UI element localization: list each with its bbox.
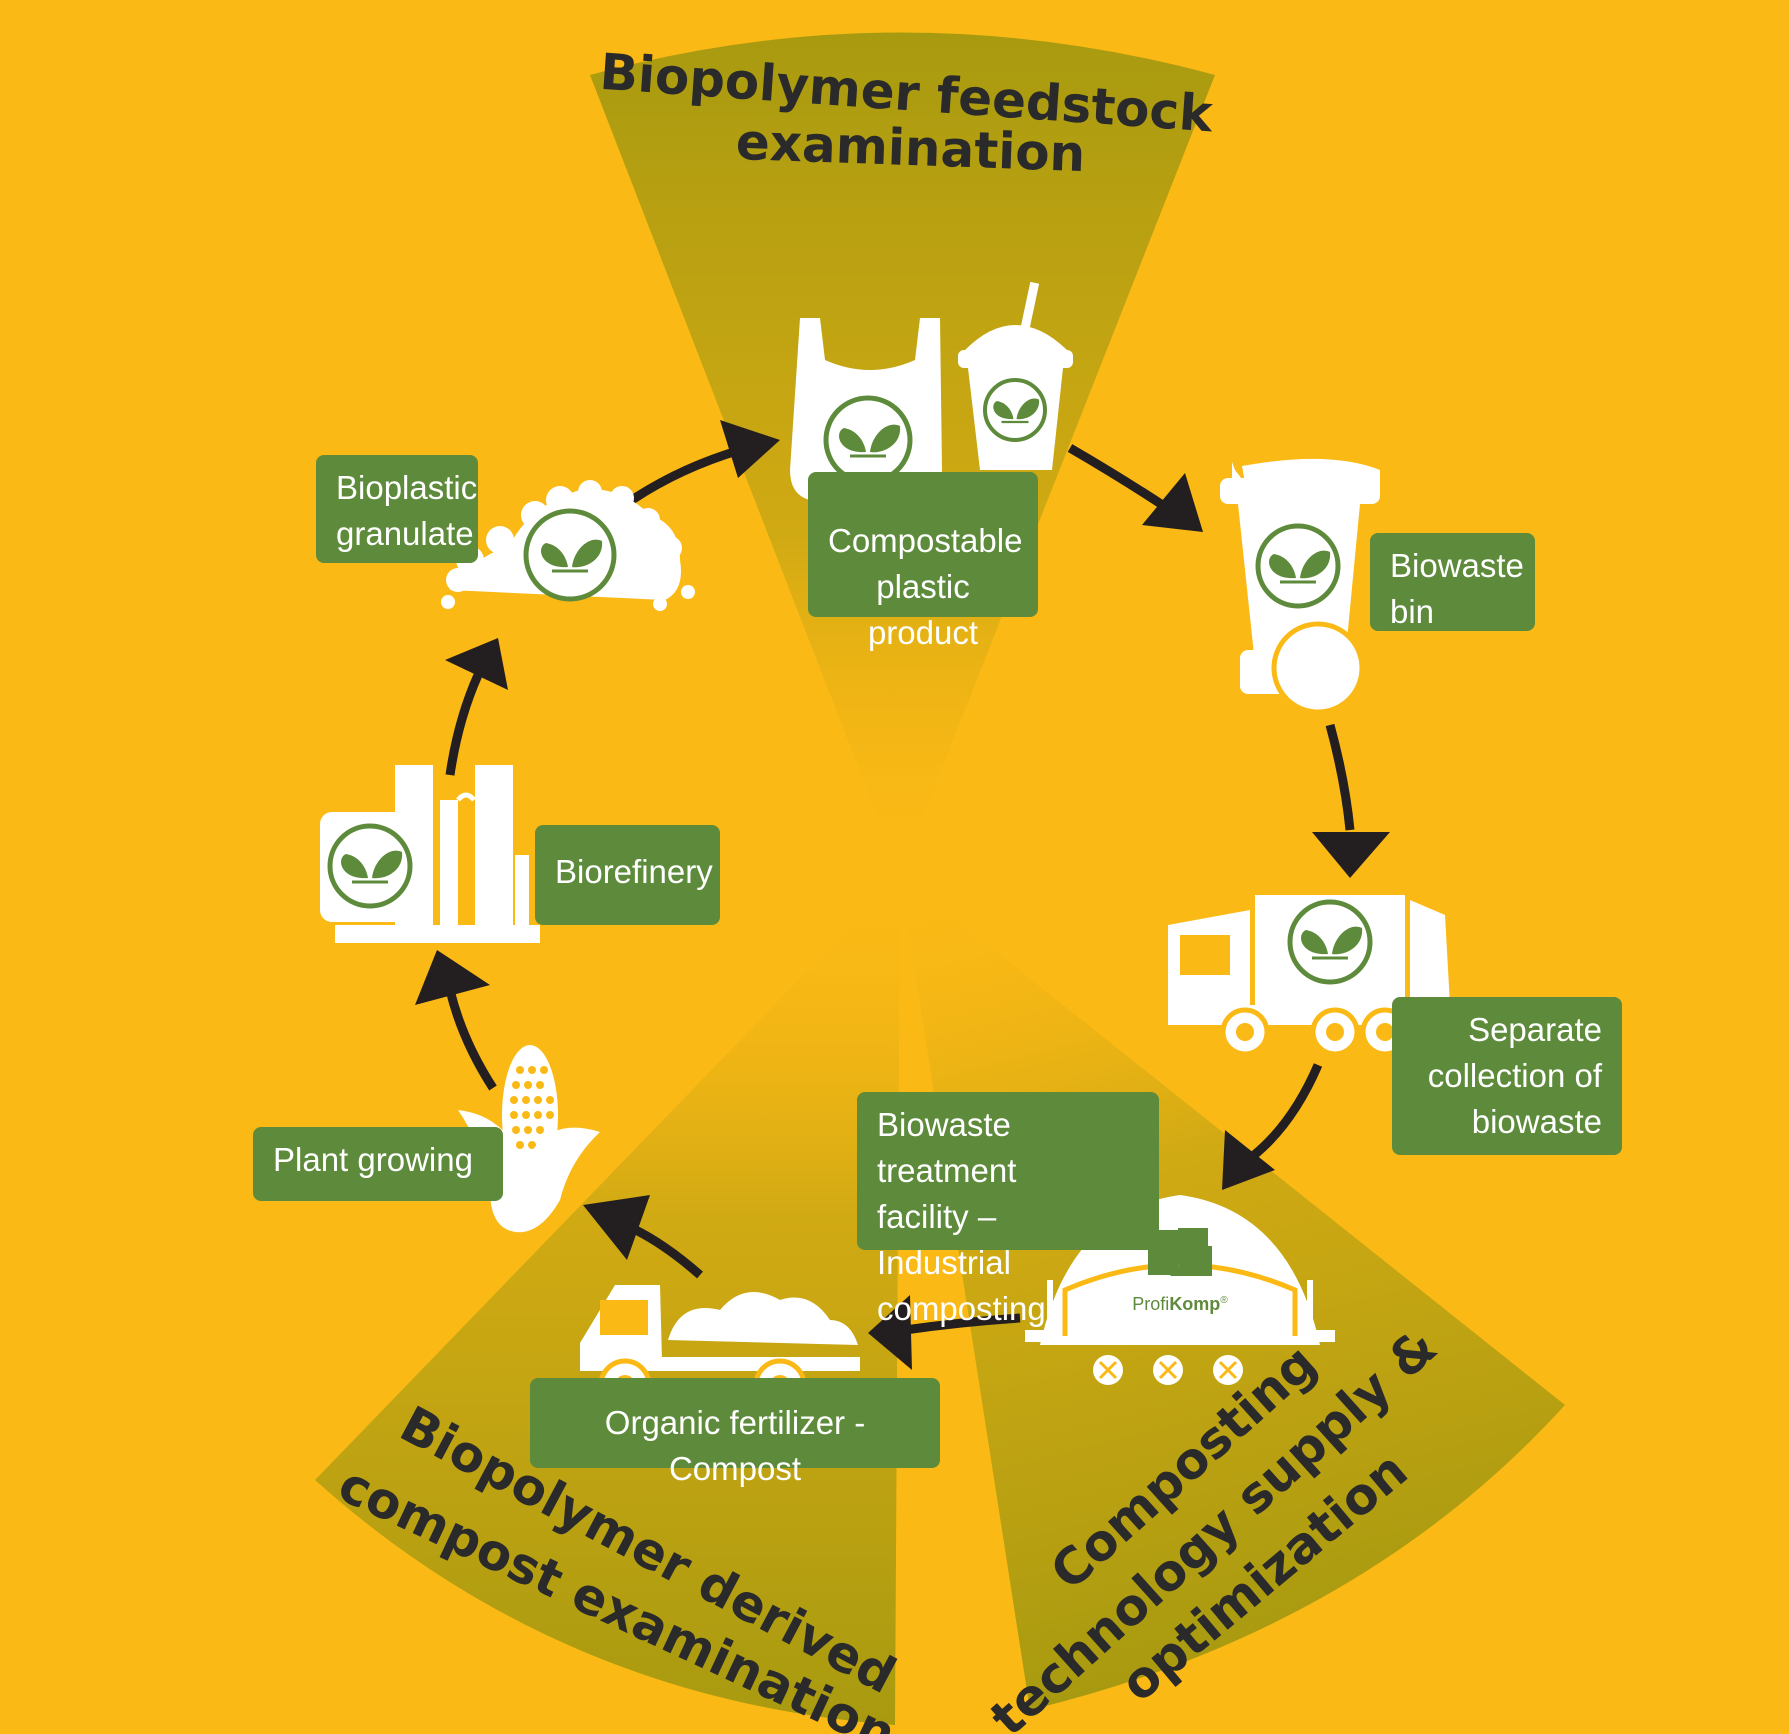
biorefinery-icon (320, 765, 540, 943)
arrow-granulate-to-product (629, 445, 742, 504)
cup-icon (958, 281, 1073, 470)
label-plant-growing: Plant growing (253, 1127, 503, 1201)
arrow-head-1 (720, 420, 780, 478)
arrow-head-5 (868, 1295, 912, 1370)
arrow-biorefinery-to-granulate (445, 673, 483, 776)
arrow-facility-to-fertilizer (904, 1313, 1021, 1335)
label-biowaste-bin: Biowaste bin (1370, 533, 1535, 631)
arrow-heads (415, 420, 1390, 1370)
label-bioplastic-granulate: Bioplastic granulate (316, 455, 478, 563)
label-biorefinery: Biorefinery (535, 825, 720, 925)
label-treatment-facility: Biowaste treatment facility – Industrial… (857, 1092, 1159, 1327)
arrow-head-7 (415, 950, 490, 1005)
arrow-head-8 (445, 638, 508, 690)
arrow-plant-to-biorefinery (445, 988, 497, 1091)
arrow-head-2 (1142, 473, 1203, 532)
sector-top-title-line2: examination (735, 113, 1086, 183)
arrow-head-6 (583, 1195, 650, 1260)
arrow-bin-to-truck (1325, 723, 1355, 831)
arrow-head-3 (1312, 832, 1390, 878)
biowaste-bin-icon (1220, 458, 1380, 715)
granulate-pile-icon (441, 480, 695, 611)
fan-icons (1093, 1355, 1243, 1385)
label-compostable-plastic-product: Compostable plastic product (808, 472, 1038, 651)
profikomp-logo-text: ProfiKomp® (1132, 1294, 1228, 1314)
garbage-truck-icon (1168, 895, 1450, 1057)
label-organic-fertilizer: Organic fertilizer - Compost (530, 1378, 940, 1487)
label-separate-collection: Separate collection of biowaste (1392, 997, 1622, 1155)
arrow-head-4 (1222, 1130, 1275, 1190)
